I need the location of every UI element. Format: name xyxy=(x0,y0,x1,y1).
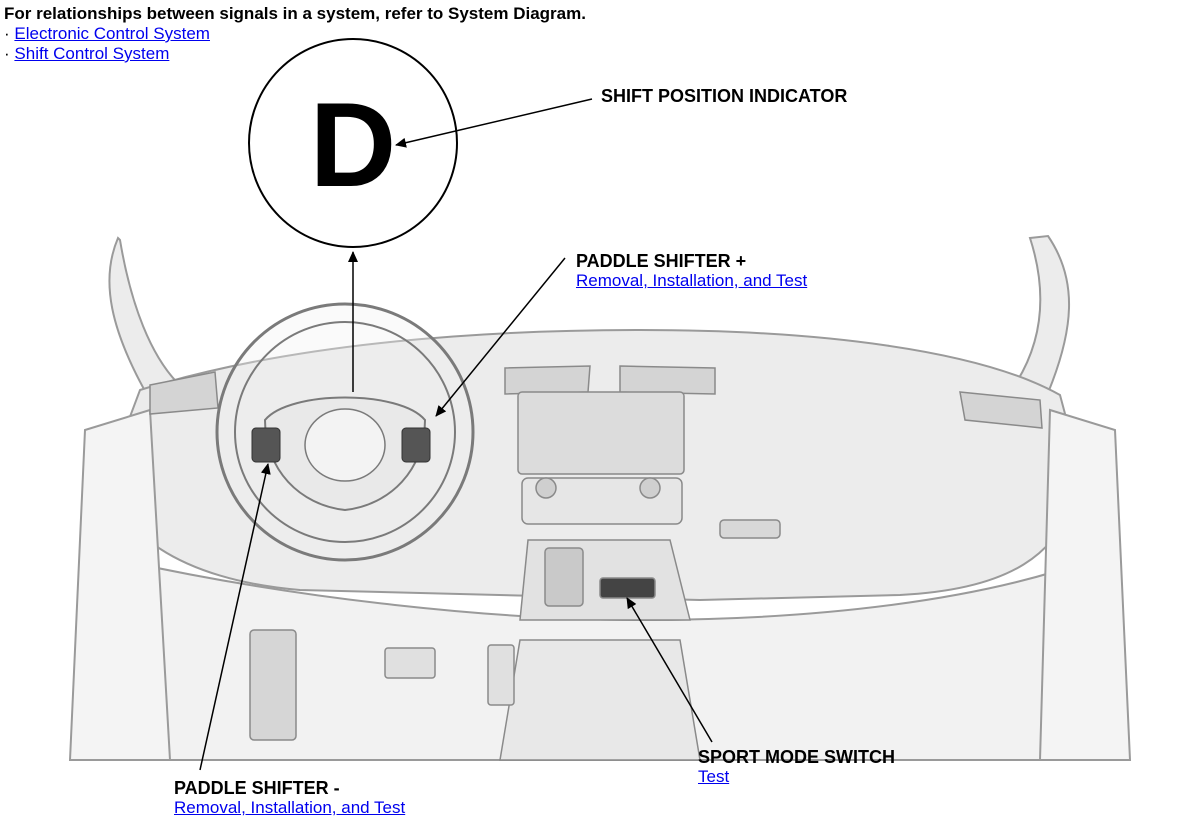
airbag-cover xyxy=(304,408,386,482)
indicator-circle xyxy=(248,38,458,248)
reference-links: · Electronic Control System · Shift Cont… xyxy=(4,24,210,64)
center-vent-right xyxy=(619,365,716,395)
foot-rest xyxy=(249,629,297,741)
bullet: · xyxy=(4,44,10,63)
indicator-glyph: D xyxy=(310,78,397,212)
wheel-rim-inner xyxy=(234,321,456,543)
shift-indicator-label: SHIFT POSITION INDICATOR xyxy=(601,86,848,106)
left-paddle-shape xyxy=(251,427,281,463)
shift-control-system-link[interactable]: Shift Control System xyxy=(14,44,170,63)
shift-lever-area xyxy=(544,547,584,607)
right-door xyxy=(1038,408,1132,761)
right-vent xyxy=(959,391,1043,429)
pedals xyxy=(249,629,515,741)
climate-knob-left xyxy=(535,477,557,499)
glovebox-handle xyxy=(719,519,781,539)
paddle-minus-leader xyxy=(199,463,271,771)
right-paddle-shape xyxy=(401,427,431,463)
indicator-label-leader xyxy=(395,98,593,148)
paddle-minus-callout: PADDLE SHIFTER - Removal, Installation, … xyxy=(174,778,405,818)
page-intro: For relationships between signals in a s… xyxy=(4,4,586,23)
left-door xyxy=(68,408,172,761)
sport-mode-title: SPORT MODE SWITCH xyxy=(698,747,895,767)
accelerator-pedal xyxy=(487,644,515,706)
brake-pedal xyxy=(384,647,436,679)
paddle-minus-link[interactable]: Removal, Installation, and Test xyxy=(174,798,406,817)
paddle-plus-leader xyxy=(435,257,566,417)
armrest xyxy=(499,639,701,761)
paddle-plus-callout: PADDLE SHIFTER + Removal, Installation, … xyxy=(576,251,807,291)
climate-knob-right xyxy=(639,477,661,499)
reference-item-shift-control: · Shift Control System xyxy=(4,44,210,64)
sport-mode-leader xyxy=(626,597,713,743)
bullet: · xyxy=(4,24,10,43)
shift-position-indicator: D xyxy=(248,38,458,248)
center-vent-left xyxy=(504,365,591,395)
electronic-control-system-link[interactable]: Electronic Control System xyxy=(14,24,210,43)
sport-mode-callout: SPORT MODE SWITCH Test xyxy=(698,747,895,787)
paddle-plus-title: PADDLE SHIFTER + xyxy=(576,251,747,271)
center-stack xyxy=(499,391,781,761)
sport-mode-switch-shape xyxy=(599,577,656,599)
left-a-pillar xyxy=(108,236,188,402)
paddle-minus-title: PADDLE SHIFTER - xyxy=(174,778,340,798)
reference-item-electronic-control: · Electronic Control System xyxy=(4,24,210,44)
leader-lines xyxy=(199,98,713,771)
infotainment-screen xyxy=(517,391,685,475)
paddle-plus-link[interactable]: Removal, Installation, and Test xyxy=(576,271,808,290)
steering-wheel xyxy=(215,302,475,562)
sport-mode-test-link[interactable]: Test xyxy=(698,767,730,786)
shift-indicator-callout: SHIFT POSITION INDICATOR xyxy=(601,86,847,106)
